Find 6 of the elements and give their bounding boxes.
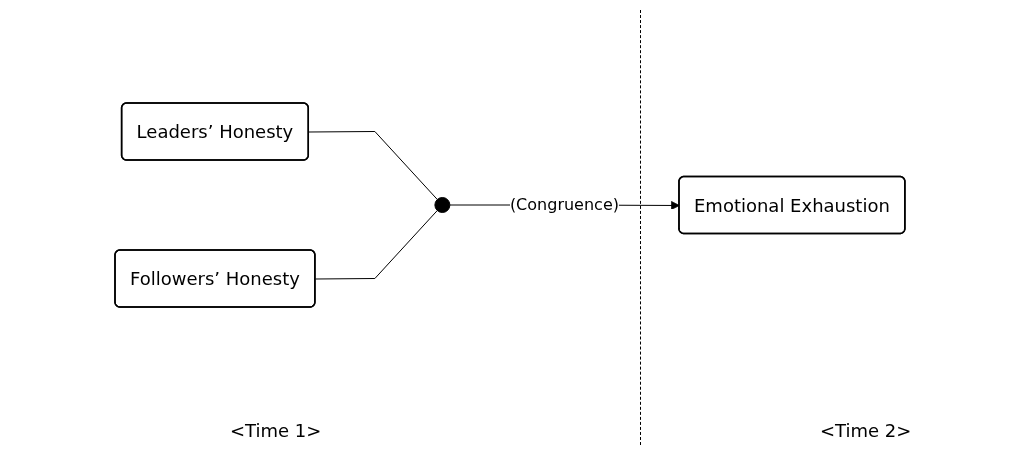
edge-label: (Congruence) — [509, 195, 619, 214]
connector — [314, 210, 438, 280]
time-label: <Time 2> — [820, 420, 912, 441]
node-circle — [433, 197, 450, 213]
time-label: <Time 1> — [230, 420, 322, 441]
connector — [307, 131, 438, 200]
